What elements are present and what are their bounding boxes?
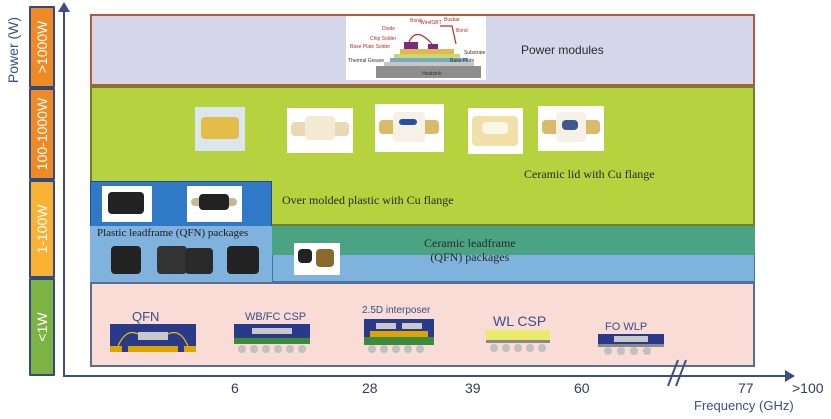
over-molded-photo-1 [102, 186, 152, 222]
x-axis-line [63, 375, 788, 377]
y-axis-line [63, 8, 65, 376]
x-tick-39: 39 [465, 380, 481, 396]
ceramic-package-photo-4 [468, 108, 523, 154]
power-level-100-1000w: 100-1000W [29, 88, 55, 180]
wbfc-csp-diagram [234, 324, 310, 353]
ceramic-package-photo-2 [287, 108, 353, 153]
qfn-chips-photo [107, 244, 267, 278]
module-label-bond-2: Bond [456, 28, 468, 34]
ceramic-qfn-photo [294, 243, 340, 275]
power-modules-label: Power modules [521, 43, 604, 57]
module-label-igbt: IGBT [430, 20, 442, 26]
pkg-label-wbfc-csp: WB/FC CSP [245, 311, 307, 323]
over-molded-label: Over molded plastic with Cu flange [282, 193, 454, 207]
module-label-busbar: Busbar [444, 17, 460, 23]
power-level-1-100w: 1-100W [29, 180, 55, 278]
y-axis-label: Power (W) [5, 16, 21, 84]
fo-wlp-diagram [598, 334, 664, 355]
y-axis-arrow [58, 2, 70, 12]
module-label-bond: Bond [410, 18, 422, 24]
x-axis-label: Frequency (GHz) [694, 398, 794, 413]
x-tick-100: >100 [792, 380, 824, 396]
x-tick-60: 60 [574, 380, 590, 396]
ceramic-package-photo-1 [195, 107, 245, 151]
module-label-base-plate: Base Plate [450, 58, 474, 64]
module-label-thermal-grease: Thermal Grease [348, 58, 384, 64]
x-tick-6: 6 [231, 380, 239, 396]
ceramic-qfn-band [272, 226, 755, 255]
ceramic-qfn-label: Ceramic leadframe (QFN) packages [424, 236, 516, 264]
pkg-label-interposer: 2.5D interposer [362, 305, 431, 316]
plastic-qfn-label: Plastic leadframe (QFN) packages [97, 227, 249, 239]
pkg-label-wl-csp: WL CSP [493, 313, 547, 329]
power-level-1000w: >1000W [29, 6, 55, 88]
module-label-substrate: Substrate [464, 50, 486, 56]
pkg-label-qfn: QFN [132, 309, 160, 324]
module-label-wire: Wire [420, 20, 430, 26]
power-level-1w: <1W [29, 278, 55, 376]
x-axis-arrow [785, 370, 795, 382]
x-tick-77: 77 [738, 380, 754, 396]
over-molded-photo-2 [187, 186, 242, 222]
x-tick-28: 28 [362, 380, 378, 396]
module-label-chip-solder: Chip Solder [370, 36, 396, 42]
pkg-label-fo-wlp: FO WLP [605, 321, 648, 333]
ceramic-package-photo-5 [538, 106, 604, 151]
ceramic-lid-label: Ceramic lid with Cu flange [524, 167, 655, 181]
module-label-diode: Diode [382, 26, 395, 32]
interposer-diagram [364, 319, 434, 353]
module-label-heatsink: Heatsink [422, 71, 442, 77]
axis-break-marker [667, 359, 687, 387]
wl-csp-diagram [486, 330, 550, 352]
power-module-diagram: Bond Wire IGBT Busbar Diode Bond Chip So… [346, 16, 486, 80]
module-label-base-plate-solder: Base Plate Solder [350, 44, 390, 50]
ceramic-package-photo-3 [375, 104, 444, 152]
qfn-diagram [110, 324, 196, 352]
